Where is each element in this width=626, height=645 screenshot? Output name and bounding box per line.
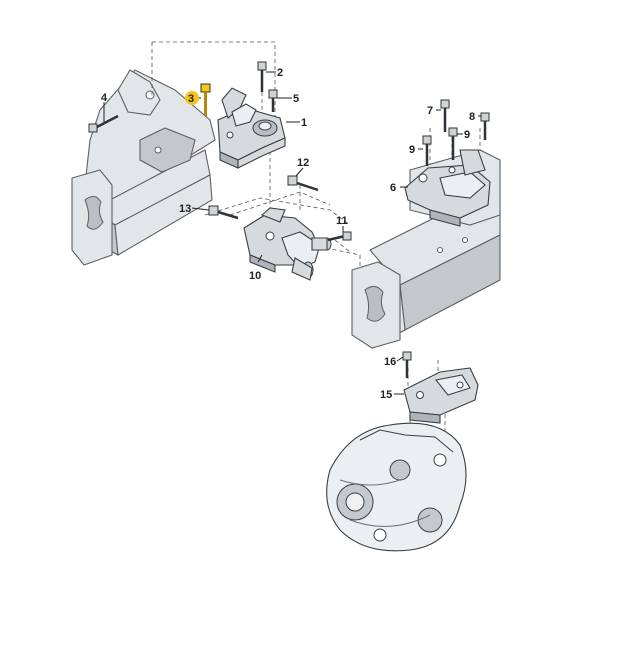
bolt-12 xyxy=(287,175,319,192)
callout-10: 10 xyxy=(249,270,261,282)
bolt-2 xyxy=(257,61,267,92)
engine-mount-right xyxy=(404,149,491,227)
highlight-marker xyxy=(185,91,199,105)
bolt-3 xyxy=(200,83,211,116)
callout-12: 12 xyxy=(297,157,309,169)
callout-1: 1 xyxy=(301,117,307,129)
callout-3: 3 xyxy=(188,93,194,105)
callouts: 1 2 3 4 5 6 7 8 9 9 10 11 12 13 15 16 xyxy=(101,67,475,401)
bolt-8 xyxy=(480,112,490,140)
callout-11: 11 xyxy=(336,215,348,227)
bolt-11 xyxy=(327,231,352,242)
bolt-9b xyxy=(422,135,432,166)
callout-2: 2 xyxy=(277,67,283,79)
callout-8: 8 xyxy=(469,111,475,123)
bolt-16 xyxy=(402,351,412,378)
callout-7: 7 xyxy=(427,105,433,117)
callout-16: 16 xyxy=(384,356,396,368)
engine-mount-bracket-left xyxy=(217,87,286,169)
leader-lines xyxy=(103,71,481,395)
bolt-5 xyxy=(268,89,278,112)
callout-4: 4 xyxy=(101,92,108,104)
callout-15: 15 xyxy=(380,389,392,401)
callout-9a: 9 xyxy=(464,129,470,141)
callout-9b: 9 xyxy=(409,144,415,156)
callout-3-highlight: 3 xyxy=(185,91,199,105)
bolt-13 xyxy=(208,205,239,220)
bolt-9a xyxy=(448,127,458,160)
pendulum-support xyxy=(243,207,332,281)
callout-5: 5 xyxy=(293,93,299,105)
subframe-left xyxy=(71,69,216,266)
gearbox xyxy=(326,422,467,552)
bolt-7 xyxy=(440,99,450,132)
callout-13: 13 xyxy=(179,203,191,215)
gearbox-support xyxy=(403,367,479,424)
callout-6: 6 xyxy=(390,182,396,194)
bolt-4 xyxy=(88,114,119,133)
